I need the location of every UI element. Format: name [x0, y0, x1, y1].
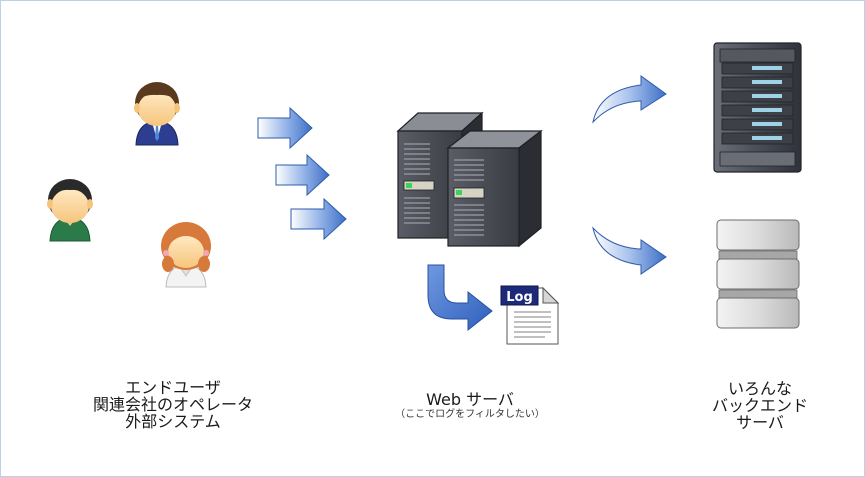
users-label-line: 外部システム: [125, 412, 221, 431]
log-output-arrow-icon: [427, 264, 493, 332]
person-green-icon: [47, 179, 93, 242]
rack-server-icon: [713, 42, 802, 173]
web-server-icon: [396, 111, 543, 248]
curved-arrow-down-icon: [592, 226, 667, 275]
users-label-line: 関連会社のオペレータ: [92, 395, 253, 414]
backend-label-line: バックエンド: [711, 396, 808, 415]
users-label-line: エンドユーザ: [125, 378, 221, 397]
request-arrow-icon: [257, 106, 313, 150]
web-server-note: （ここでログをフィルタしたい）: [395, 409, 545, 420]
log-file-icon: [500, 285, 560, 345]
backend-label-line: サーバ: [736, 413, 784, 432]
backend-label-line: いろんな: [727, 379, 792, 398]
users-label: エンドユーザ 関連会社のオペレータ 外部システム: [58, 379, 288, 430]
stacked-server-icon: [716, 219, 800, 329]
backend-label: いろんな バックエンド サーバ: [680, 380, 840, 431]
curved-arrow-up-icon: [592, 75, 667, 124]
log-badge-label: Log: [506, 290, 533, 305]
web-server-title: Web サーバ: [426, 390, 514, 409]
operator-woman-icon: [161, 222, 211, 288]
request-arrow-icon: [275, 153, 330, 197]
businessman-icon: [134, 82, 180, 146]
request-arrow-icon: [290, 197, 347, 241]
web-server-label: Web サーバ （ここでログをフィルタしたい）: [350, 391, 590, 422]
